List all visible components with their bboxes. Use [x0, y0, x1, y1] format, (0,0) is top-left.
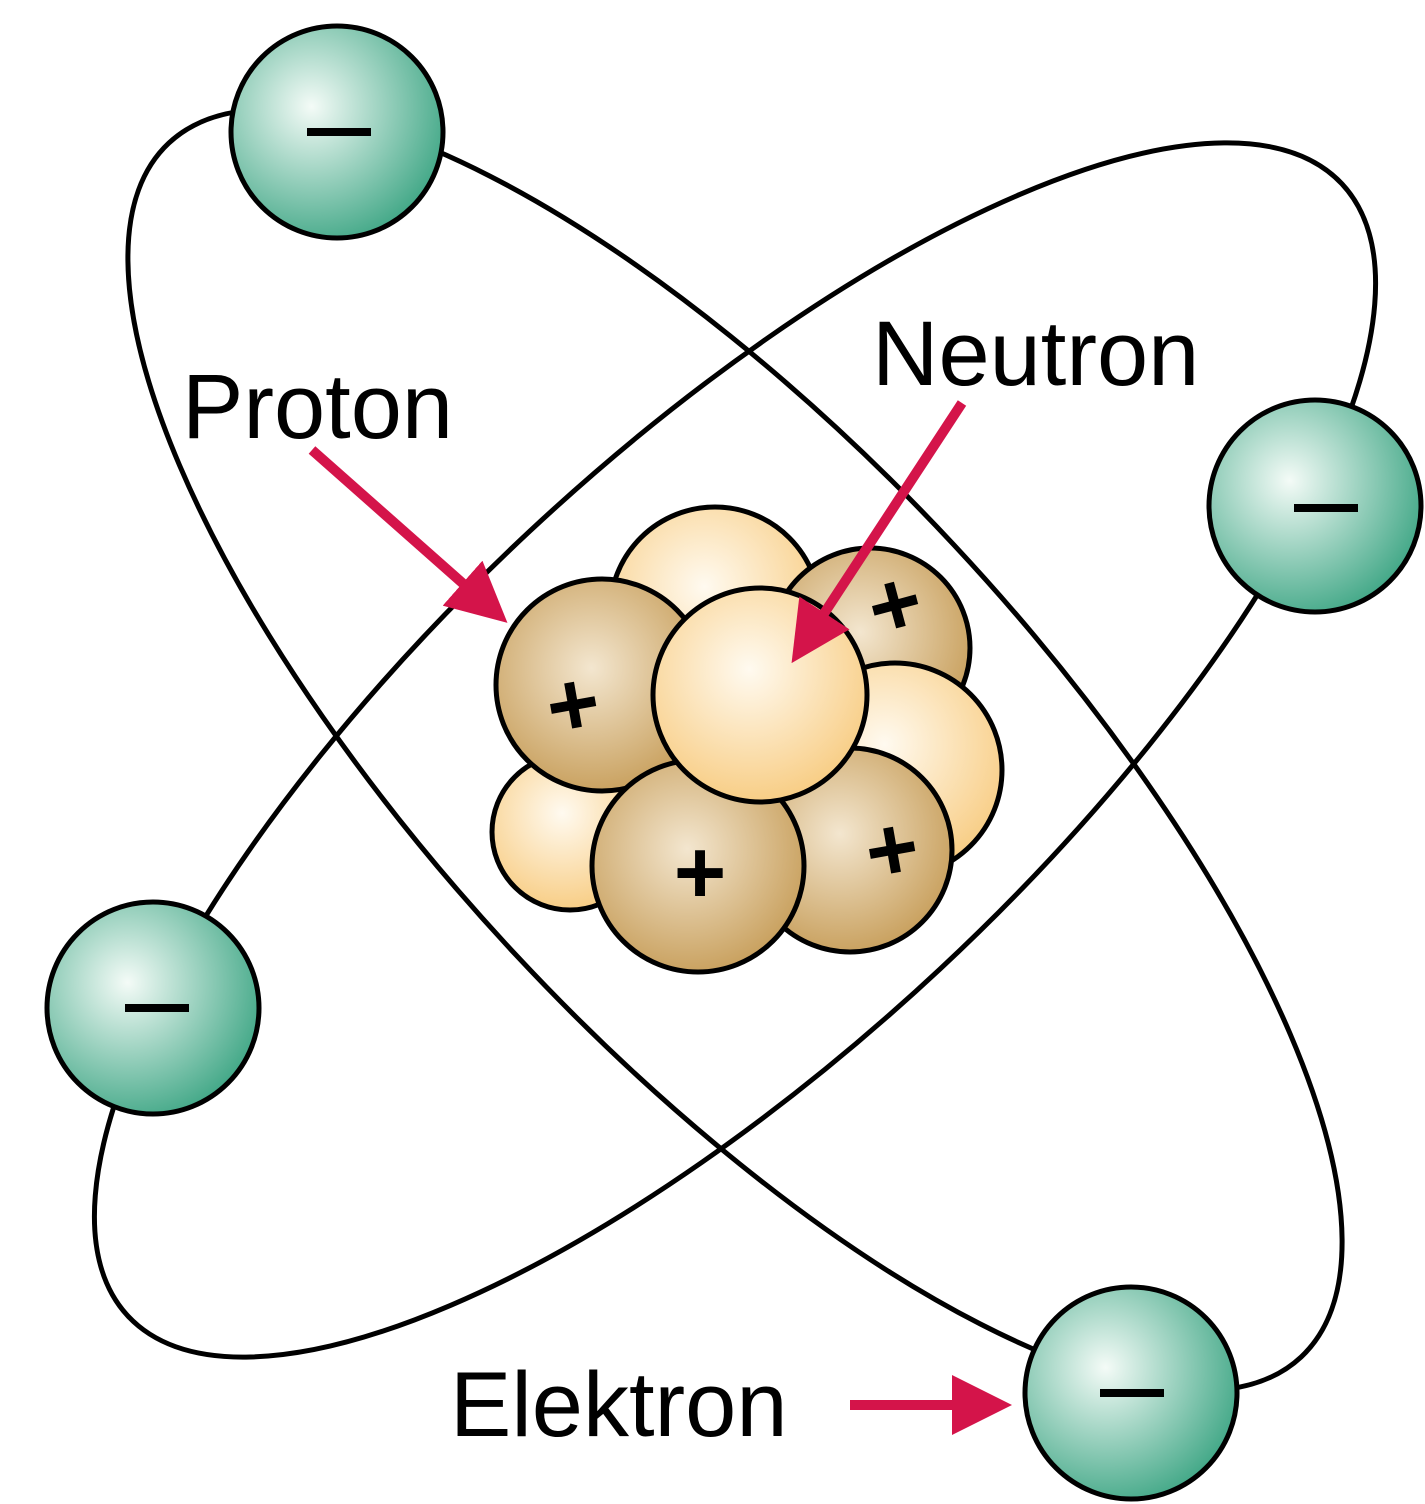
plus-sign: + — [674, 823, 727, 923]
proton-arrow — [308, 446, 508, 623]
orbit-crossing-gaps — [284, 294, 1188, 1214]
nucleus — [489, 504, 1005, 975]
electrons — [44, 23, 1424, 1502]
neutron-label: Neutron — [872, 303, 1199, 405]
neutron — [650, 585, 870, 805]
arrows — [308, 400, 1012, 1435]
neutron-arrow — [791, 400, 967, 664]
electron-label: Elektron — [450, 1354, 788, 1456]
proton-label: Proton — [182, 356, 453, 458]
